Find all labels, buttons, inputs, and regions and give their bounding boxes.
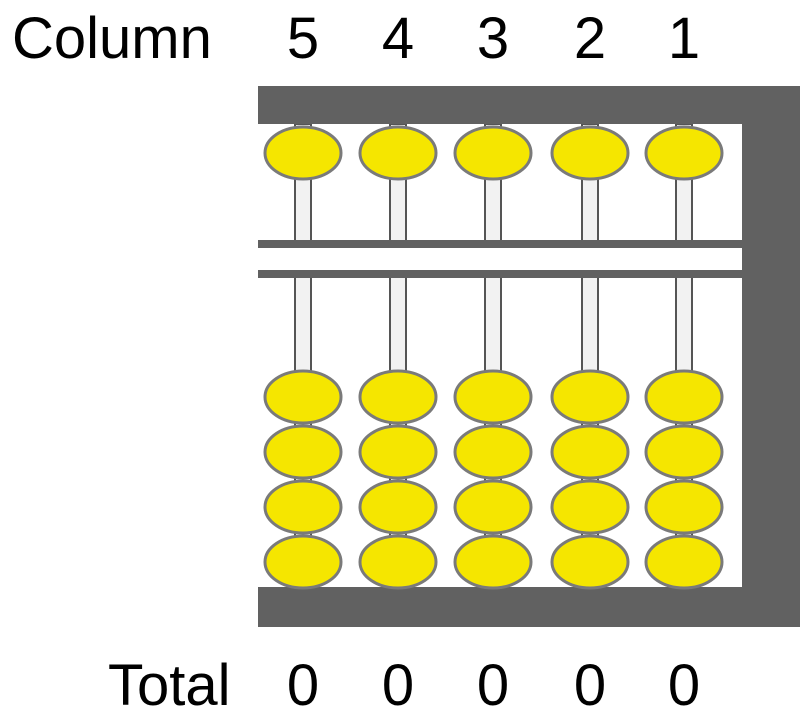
earth-bead-column-3-2[interactable] — [453, 424, 533, 480]
earth-bead-column-2-2[interactable] — [550, 424, 630, 480]
total-value-2: 0 — [574, 653, 606, 714]
earth-bead-column-5-3[interactable] — [263, 479, 343, 535]
column-number-1: 1 — [668, 6, 700, 71]
total-value-4: 0 — [382, 653, 414, 714]
earth-bead-column-2-4[interactable] — [550, 534, 630, 590]
column-number-5: 5 — [287, 6, 319, 71]
frame-top-bar — [258, 86, 800, 124]
earth-bead-column-4-3[interactable] — [358, 479, 438, 535]
abacus-beads — [263, 125, 724, 590]
divider-beam-top-edge — [258, 240, 742, 248]
heaven-bead-column-1[interactable] — [644, 125, 724, 181]
total-value-5: 0 — [287, 653, 319, 714]
frame-right-side — [742, 124, 800, 587]
heaven-bead-column-4[interactable] — [358, 125, 438, 181]
earth-bead-column-5-1[interactable] — [263, 369, 343, 425]
earth-bead-column-2-3[interactable] — [550, 479, 630, 535]
earth-bead-column-4-2[interactable] — [358, 424, 438, 480]
earth-bead-column-1-3[interactable] — [644, 479, 724, 535]
earth-bead-column-1-1[interactable] — [644, 369, 724, 425]
column-number-3: 3 — [477, 6, 509, 71]
earth-bead-column-3-1[interactable] — [453, 369, 533, 425]
column-header-label: Column — [12, 6, 212, 71]
earth-bead-column-4-1[interactable] — [358, 369, 438, 425]
frame-bottom-bar — [258, 587, 800, 627]
heaven-bead-column-2[interactable] — [550, 125, 630, 181]
column-number-4: 4 — [382, 6, 414, 71]
earth-bead-column-3-4[interactable] — [453, 534, 533, 590]
total-value-1: 0 — [668, 653, 700, 714]
earth-bead-column-4-4[interactable] — [358, 534, 438, 590]
earth-bead-column-5-4[interactable] — [263, 534, 343, 590]
earth-bead-column-3-3[interactable] — [453, 479, 533, 535]
heaven-bead-column-3[interactable] — [453, 125, 533, 181]
divider-beam-bottom-edge — [258, 270, 742, 278]
column-number-2: 2 — [574, 6, 606, 71]
heaven-bead-column-5[interactable] — [263, 125, 343, 181]
earth-bead-column-2-1[interactable] — [550, 369, 630, 425]
earth-bead-column-1-2[interactable] — [644, 424, 724, 480]
earth-bead-column-5-2[interactable] — [263, 424, 343, 480]
earth-bead-column-1-4[interactable] — [644, 534, 724, 590]
total-value-3: 0 — [477, 653, 509, 714]
total-label: Total — [108, 653, 231, 714]
